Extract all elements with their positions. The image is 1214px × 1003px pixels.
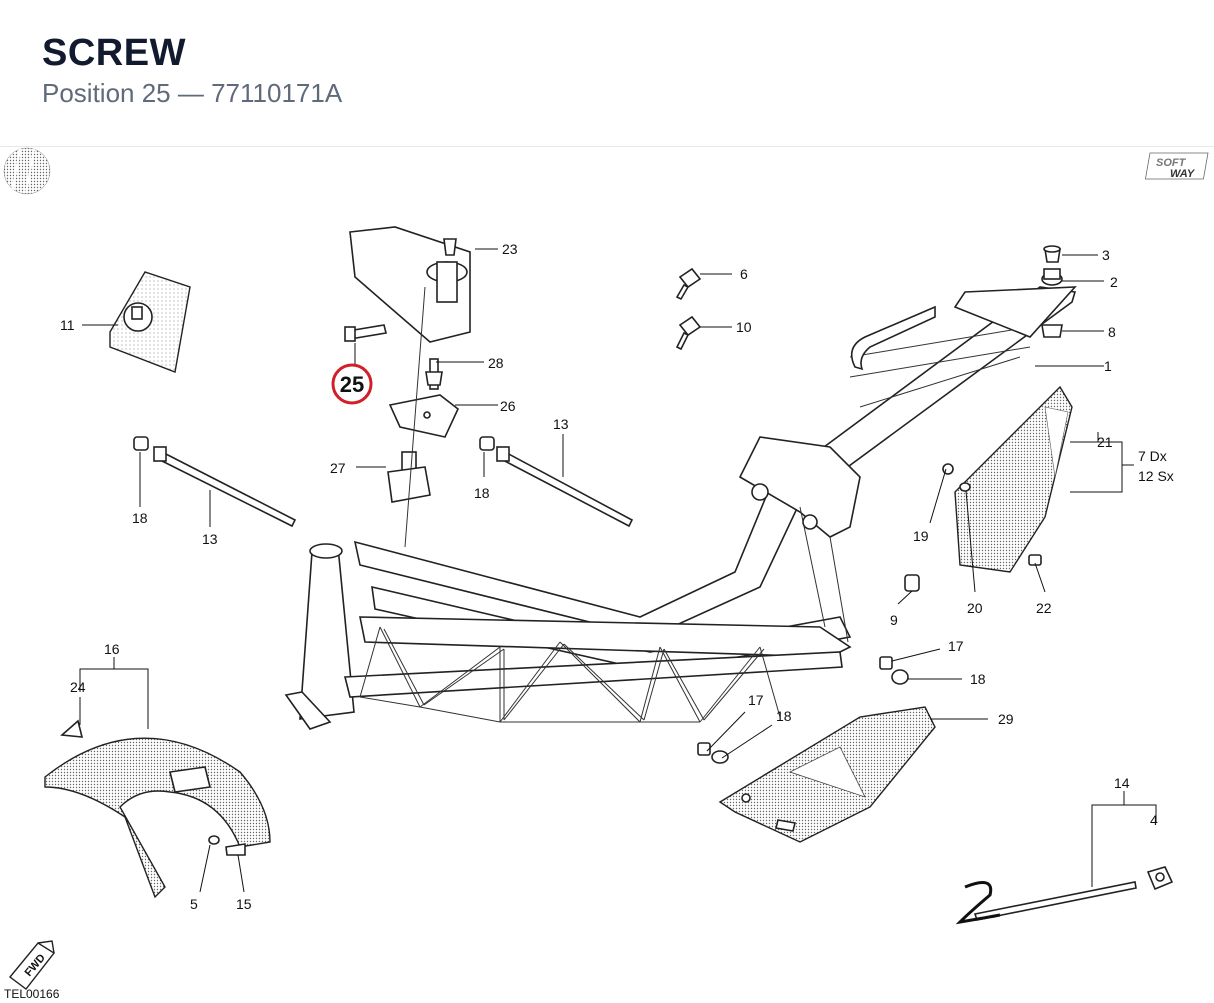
callout-10: 10 <box>736 319 752 335</box>
callout-labels: 1 2 3 4 5 6 7 Dx 8 9 10 11 12 Sx 13 13 1… <box>60 241 1174 912</box>
part-9-spacer <box>904 574 920 592</box>
part-3-cap <box>1043 245 1061 263</box>
callout-26: 26 <box>500 398 516 414</box>
callout-3: 3 <box>1102 247 1110 263</box>
part-upper-triple-clamp <box>349 226 471 343</box>
part-2-grommet <box>1041 268 1063 286</box>
callout-18b: 18 <box>474 485 490 501</box>
callout-27: 27 <box>330 460 346 476</box>
header-divider <box>0 146 1214 147</box>
crosshatch-disc-icon <box>3 147 51 195</box>
part-16-mudguard <box>44 737 271 899</box>
part-25-screw <box>344 324 387 342</box>
part-27-sensor <box>387 286 431 548</box>
callout-23: 23 <box>502 241 518 257</box>
page-title: SCREW <box>42 32 186 74</box>
svg-text:WAY: WAY <box>1170 168 1196 180</box>
callout-11: 11 <box>60 317 75 333</box>
callout-19: 19 <box>913 528 929 544</box>
page-subtitle: Position 25 — 77110171A <box>42 78 343 108</box>
callout-28: 28 <box>488 355 504 371</box>
callout-12: 12 Sx <box>1138 468 1174 484</box>
part-13-bolt-right <box>496 446 634 528</box>
main-frame <box>284 286 1077 730</box>
callout-17b: 17 <box>748 692 764 708</box>
callout-18c: 18 <box>970 671 986 687</box>
callout-6: 6 <box>740 266 748 282</box>
callout-7: 7 Dx <box>1138 448 1167 464</box>
callout-15: 15 <box>236 896 252 912</box>
callout-1: 1 <box>1104 358 1112 374</box>
callout-29: 29 <box>998 711 1014 727</box>
callout-24: 24 <box>70 679 86 695</box>
part-5-washer <box>208 835 220 845</box>
part-18-nuts <box>133 436 909 764</box>
callout-9: 9 <box>890 612 898 628</box>
svg-text:SOFT: SOFT <box>1156 157 1187 169</box>
part-14-rod <box>955 881 1137 925</box>
part-15-screw <box>225 843 246 856</box>
callout-22: 22 <box>1036 600 1052 616</box>
callout-8: 8 <box>1108 324 1116 340</box>
part-10-screw <box>675 315 702 351</box>
part-17-bushings <box>697 656 893 756</box>
part-11-instrument-bracket <box>109 271 191 373</box>
part-4-end-cap <box>1146 866 1174 891</box>
callout-21: 21 <box>1097 434 1113 450</box>
exploded-parts-diagram: SOFT WAY <box>3 147 1209 1001</box>
callout-13a: 13 <box>202 531 218 547</box>
callout-4: 4 <box>1150 812 1158 828</box>
part-8-nut <box>1041 324 1063 338</box>
callout-16: 16 <box>104 641 120 657</box>
part-26-plate <box>388 394 459 438</box>
callout-25-label: 25 <box>340 372 364 397</box>
part-13-bolt-left <box>153 446 297 528</box>
callout-14: 14 <box>1114 775 1130 791</box>
drawing-code: TEL00166 <box>4 987 60 1001</box>
callout-17a: 17 <box>948 638 964 654</box>
brand-logo: SOFT WAY <box>1144 152 1209 180</box>
part-22-screw <box>1028 554 1042 566</box>
part-21-side-panel <box>954 385 1073 573</box>
callout-18d: 18 <box>776 708 792 724</box>
callout-2: 2 <box>1110 274 1118 290</box>
part-6-screw <box>675 267 702 301</box>
part-28-pin <box>425 358 443 390</box>
callout-20: 20 <box>967 600 983 616</box>
callout-13b: 13 <box>553 416 569 432</box>
callout-5: 5 <box>190 896 198 912</box>
part-24-clip <box>60 719 84 738</box>
part-20-washer <box>959 482 971 492</box>
callout-25-highlight[interactable]: 25 <box>331 363 373 405</box>
fwd-arrow-icon: FWD <box>8 940 56 990</box>
part-29-belly-pan <box>718 706 936 843</box>
callout-18a: 18 <box>132 510 148 526</box>
leader-lines <box>79 248 1157 893</box>
